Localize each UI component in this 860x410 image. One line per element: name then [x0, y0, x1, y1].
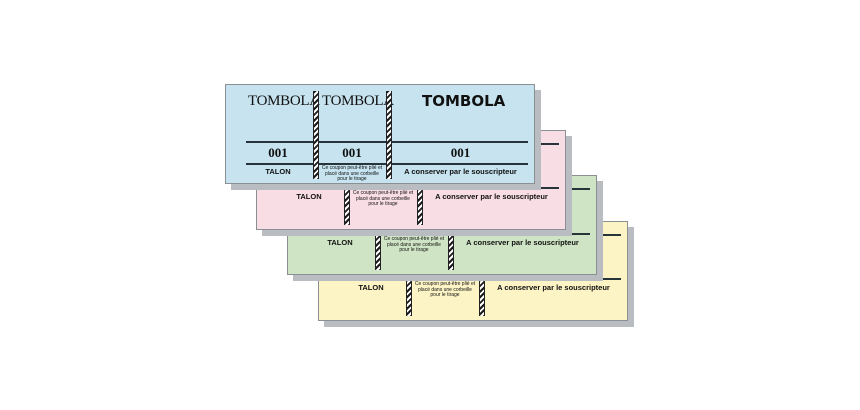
coupon-title: TOMBOLA	[322, 93, 394, 109]
stub-title: TOMBOLA	[248, 93, 320, 109]
perforation-coupon	[386, 91, 392, 179]
main-number: 001	[450, 145, 471, 160]
coupon-note: Ce coupon peut-être plié et placé dans u…	[352, 190, 414, 207]
main-label: A conserver par le souscripteur	[497, 283, 610, 292]
main-label: A conserver par le souscripteur	[435, 192, 548, 201]
coupon-note: Ce coupon peut-être plié et placé dans u…	[383, 236, 445, 253]
stub-label: TALON	[327, 238, 353, 247]
main-label: A conserver par le souscripteur	[404, 167, 517, 176]
raffle-ticket-blue: TOMBOLA TOMBOLA TOMBOLA 001 001 001 TALO…	[225, 84, 535, 184]
coupon-note: Ce coupon peut-être plié et placé dans u…	[321, 165, 383, 182]
coupon-number: 001	[342, 145, 362, 160]
stub-label: TALON	[265, 167, 291, 176]
main-title: TOMBOLA	[422, 92, 506, 110]
perforation-stub	[313, 91, 319, 179]
stub-label: TALON	[358, 283, 384, 292]
main-label: A conserver par le souscripteur	[466, 238, 579, 247]
coupon-note: Ce coupon peut-être plié et placé dans u…	[414, 281, 476, 298]
stub-number: 001	[268, 145, 288, 160]
stub-label: TALON	[296, 192, 322, 201]
